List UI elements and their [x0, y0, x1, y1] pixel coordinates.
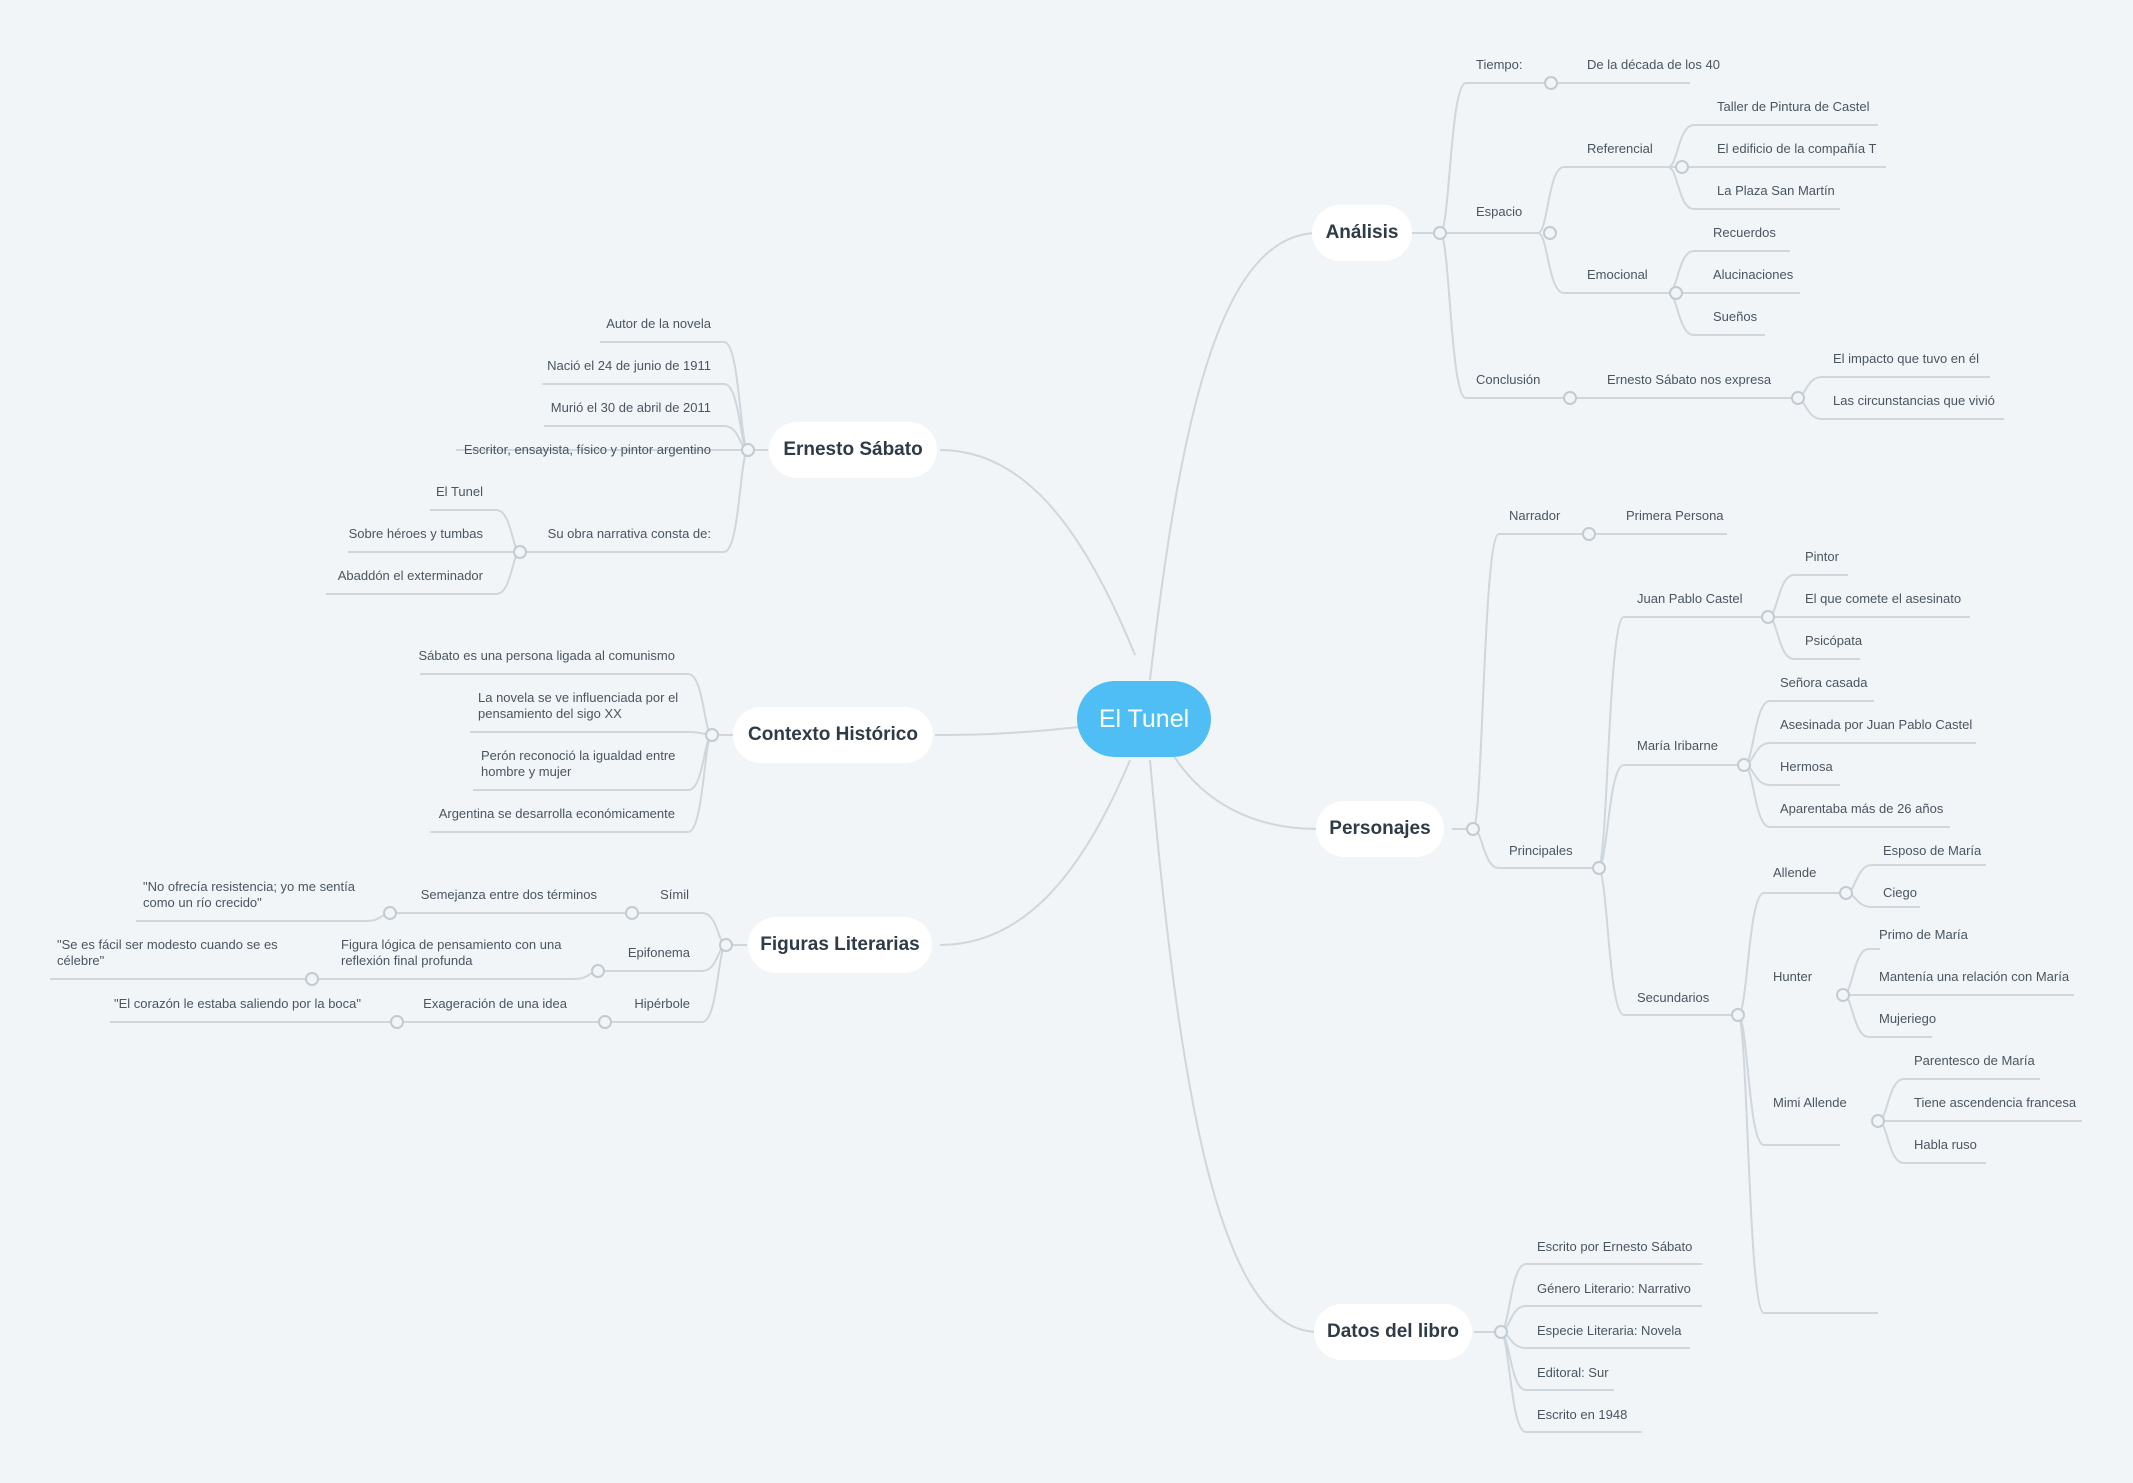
maria-item[interactable]: Hermosa: [1780, 759, 1833, 774]
hunter-item[interactable]: Primo de María: [1879, 927, 1968, 942]
ernesto-obra[interactable]: Su obra narrativa consta de:: [547, 526, 711, 541]
mimi-item[interactable]: Tiene ascendencia francesa: [1914, 1095, 2077, 1110]
ernesto-item[interactable]: Autor de la novela: [606, 316, 711, 331]
hunter-item[interactable]: Mantenía una relación con María: [1879, 969, 2070, 984]
topic-analisis[interactable]: Análisis: [1312, 205, 1412, 261]
topic-datos-del-libro[interactable]: Datos del libro: [1314, 1304, 1472, 1360]
emocional-item[interactable]: Sueños: [1713, 309, 1758, 324]
referencial-item[interactable]: La Plaza San Martín: [1717, 183, 1835, 198]
contexto-item[interactable]: Argentina se desarrolla económicamente: [438, 806, 675, 821]
obra-item[interactable]: El Tunel: [436, 484, 483, 499]
emocional-item[interactable]: Recuerdos: [1713, 225, 1776, 240]
secundario-mimi[interactable]: Mimi Allende: [1773, 1095, 1847, 1110]
hiperbole-definicion[interactable]: Exageración de una idea: [423, 996, 567, 1011]
simil-definicion[interactable]: Semejanza entre dos términos: [420, 887, 597, 902]
figura-epifonema[interactable]: Epifonema: [627, 945, 690, 960]
ernesto-item[interactable]: Murió el 30 de abril de 2011: [550, 400, 711, 415]
analisis-conclusion[interactable]: Conclusión: [1476, 372, 1541, 387]
topic-personajes[interactable]: Personajes: [1316, 801, 1444, 857]
personajes-narrador[interactable]: Narrador: [1509, 508, 1561, 523]
analisis-tiempo[interactable]: Tiempo:: [1476, 57, 1523, 72]
figura-hiperbole[interactable]: Hipérbole: [634, 996, 690, 1011]
datos-item[interactable]: Escrito por Ernesto Sábato: [1537, 1239, 1693, 1254]
narrador-valor[interactable]: Primera Persona: [1626, 508, 1724, 523]
datos-item[interactable]: Especie Literaria: Novela: [1537, 1323, 1682, 1338]
epifonema-definicion[interactable]: Figura lógica de pensamiento con una ref…: [341, 937, 562, 968]
topic-contexto-historico[interactable]: Contexto Histórico: [733, 707, 933, 763]
maria-item[interactable]: Señora casada: [1780, 675, 1868, 690]
personajes-secundarios[interactable]: Secundarios: [1637, 990, 1710, 1005]
allende-item[interactable]: Ciego: [1883, 885, 1917, 900]
referencial-item[interactable]: El edificio de la compañía T: [1717, 141, 1877, 156]
conclusion-item[interactable]: El impacto que tuvo en él: [1833, 351, 1979, 366]
emocional-item[interactable]: Alucinaciones: [1713, 267, 1794, 282]
hiperbole-ejemplo[interactable]: "El corazón le estaba saliendo por la bo…: [114, 996, 361, 1011]
epifonema-ejemplo[interactable]: "Se es fácil ser modesto cuando se es cé…: [57, 937, 278, 968]
simil-ejemplo[interactable]: "No ofrecía resistencia; yo me sentía co…: [143, 879, 355, 910]
maria-item[interactable]: Asesinada por Juan Pablo Castel: [1780, 717, 1973, 732]
personajes-principales[interactable]: Principales: [1509, 843, 1573, 858]
referencial-item[interactable]: Taller de Pintura de Castel: [1717, 99, 1870, 114]
conclusion-item[interactable]: Las circunstancias que vivió: [1833, 393, 1995, 408]
datos-item[interactable]: Género Literario: Narrativo: [1537, 1281, 1691, 1296]
analisis-espacio[interactable]: Espacio: [1476, 204, 1523, 219]
castel-item[interactable]: Psicópata: [1805, 633, 1863, 648]
analisis-referencial[interactable]: Referencial: [1587, 141, 1653, 156]
allende-item[interactable]: Esposo de María: [1883, 843, 1982, 858]
root-topic[interactable]: El Tunel: [1077, 681, 1211, 757]
contexto-item[interactable]: Perón reconoció la igualdad entre hombre…: [481, 748, 676, 779]
analisis-emocional[interactable]: Emocional: [1587, 267, 1648, 282]
secundario-allende[interactable]: Allende: [1773, 865, 1817, 880]
figura-simil[interactable]: Símil: [660, 887, 689, 902]
principal-maria[interactable]: María Iribarne: [1637, 738, 1718, 753]
obra-item[interactable]: Sobre héroes y tumbas: [348, 526, 483, 541]
maria-item[interactable]: Aparentaba más de 26 años: [1780, 801, 1944, 816]
obra-item[interactable]: Abaddón el exterminador: [337, 568, 483, 583]
hunter-item[interactable]: Mujeriego: [1879, 1011, 1937, 1026]
contexto-item[interactable]: La novela se ve influenciada por el pens…: [478, 690, 679, 721]
analisis-tiempo-valor[interactable]: De la década de los 40: [1587, 57, 1720, 72]
castel-item[interactable]: Pintor: [1805, 549, 1839, 564]
mimi-item[interactable]: Parentesco de María: [1914, 1053, 2035, 1068]
mimi-item[interactable]: Habla ruso: [1914, 1137, 1977, 1152]
topic-ernesto-sabato[interactable]: Ernesto Sábato: [769, 422, 937, 478]
datos-item[interactable]: Escrito en 1948: [1537, 1407, 1628, 1422]
contexto-item[interactable]: Sábato es una persona ligada al comunism…: [418, 648, 675, 663]
datos-item[interactable]: Editoral: Sur: [1537, 1365, 1609, 1380]
ernesto-item[interactable]: Escritor, ensayista, físico y pintor arg…: [463, 442, 711, 457]
topic-figuras-literarias[interactable]: Figuras Literarias: [748, 917, 932, 973]
conclusion-sub[interactable]: Ernesto Sábato nos expresa: [1607, 372, 1772, 387]
secundario-hunter[interactable]: Hunter: [1773, 969, 1813, 984]
principal-castel[interactable]: Juan Pablo Castel: [1637, 591, 1743, 606]
castel-item[interactable]: El que comete el asesinato: [1805, 591, 1962, 606]
ernesto-item[interactable]: Nació el 24 de junio de 1911: [547, 358, 711, 373]
